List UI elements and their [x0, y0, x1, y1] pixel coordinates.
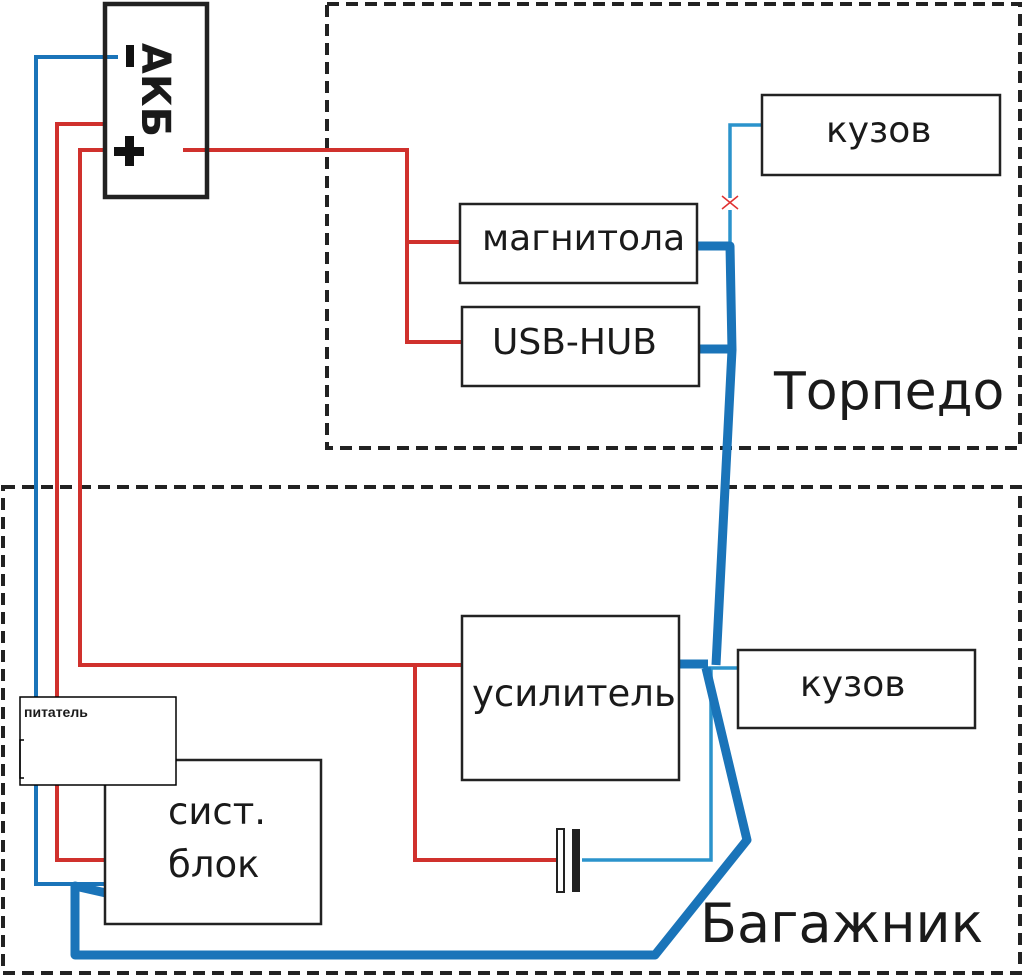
thick-ground-wire [698, 241, 737, 666]
ground-top-box [760, 93, 1002, 177]
amplifier-label: усилитель [472, 672, 676, 715]
cut-mark-icon [721, 195, 739, 210]
dashboard-zone-label: Торпедо [774, 362, 1005, 422]
thick-ground-trunk [70, 666, 752, 960]
pc-label-line1: сист. [168, 790, 267, 833]
positive-wire-headunit [183, 148, 462, 344]
positive-wire-capacitor [413, 665, 556, 862]
capacitor-icon [556, 828, 580, 893]
psu-bracket [19, 739, 24, 779]
amplifier-box [460, 614, 681, 782]
trunk-zone [1, 485, 1022, 975]
negative-wire-battery [34, 55, 118, 886]
ground-top-label: кузов [826, 110, 932, 151]
battery-minus-icon [126, 45, 134, 67]
battery-box [102, 1, 210, 200]
capacitor-negative-wire [582, 668, 713, 862]
psu-label: питатель [24, 704, 88, 720]
usb-hub-label: USB-HUB [492, 322, 658, 363]
positive-wire-pc [55, 122, 105, 862]
dashboard-zone [325, 2, 1022, 450]
ground-amp-box [736, 648, 977, 730]
battery-label: АКБ [132, 42, 178, 138]
pc-label-line2: блок [168, 843, 260, 886]
positive-wire-amp [78, 148, 462, 667]
pc-box [103, 758, 323, 926]
headunit-box [458, 202, 699, 285]
trunk-zone-label: Багажник [700, 892, 984, 955]
ground-amp-label: кузов [800, 664, 906, 705]
ground-wire-top [728, 123, 762, 198]
battery-plus-icon [114, 136, 144, 166]
headunit-label: магнитола [482, 218, 686, 259]
usb-hub-box [460, 305, 701, 388]
